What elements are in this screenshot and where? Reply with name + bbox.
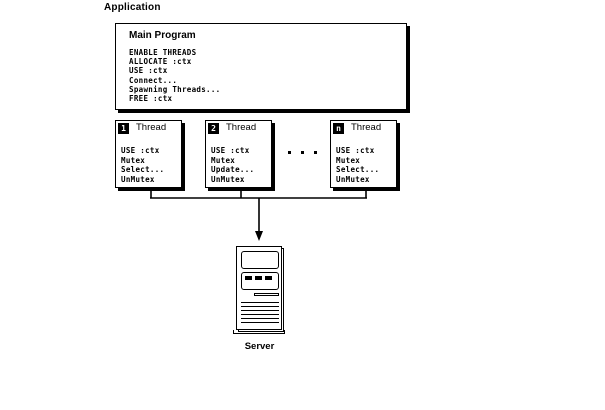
- thread-code-1: USE :ctx Mutex Select... UnMutex: [121, 146, 165, 184]
- server-led: [265, 276, 272, 280]
- thread-code-2: USE :ctx Mutex Update... UnMutex: [211, 146, 255, 184]
- server-screen-panel: [241, 251, 279, 269]
- ellipsis-dot: [314, 151, 317, 154]
- server-base: [233, 330, 285, 334]
- main-program-box: Main Program ENABLE THREADS ALLOCATE :ct…: [115, 23, 407, 110]
- ellipsis-dot: [301, 151, 304, 154]
- thread-box-1: 1 Thread USE :ctx Mutex Select... UnMute…: [115, 120, 182, 188]
- thread-box-2: 2 Thread USE :ctx Mutex Update... UnMute…: [205, 120, 272, 188]
- ellipsis-dots: [288, 149, 324, 157]
- thread-badge-2: 2: [208, 123, 219, 134]
- server-vent-line: [241, 310, 279, 311]
- down-arrow-icon: [255, 231, 263, 241]
- server-vent-line: [241, 322, 279, 323]
- server-control-panel: [241, 272, 279, 290]
- server-vent-line: [241, 318, 279, 319]
- ellipsis-dot: [288, 151, 291, 154]
- application-label: Application: [104, 2, 161, 13]
- server-chassis: [236, 246, 282, 330]
- server-vent-line: [241, 302, 279, 303]
- server-led: [245, 276, 252, 280]
- server-tower-icon: [233, 246, 286, 336]
- server-vent-line: [241, 314, 279, 315]
- thread-code-n: USE :ctx Mutex Select... UnMutex: [336, 146, 380, 184]
- thread-badge-n: n: [333, 123, 344, 134]
- thread-title-1: Thread: [136, 122, 167, 133]
- main-program-code: ENABLE THREADS ALLOCATE :ctx USE :ctx Co…: [129, 48, 221, 104]
- server-vent-line: [241, 306, 279, 307]
- main-program-title: Main Program: [129, 30, 196, 41]
- thread-title-2: Thread: [226, 122, 257, 133]
- server-vents: [241, 302, 279, 328]
- server-label: Server: [244, 341, 275, 352]
- thread-badge-1: 1: [118, 123, 129, 134]
- server-drive-slot: [254, 293, 279, 296]
- server-led: [255, 276, 262, 280]
- thread-title-n: Thread: [351, 122, 382, 133]
- thread-box-n: n Thread USE :ctx Mutex Select... UnMute…: [330, 120, 397, 188]
